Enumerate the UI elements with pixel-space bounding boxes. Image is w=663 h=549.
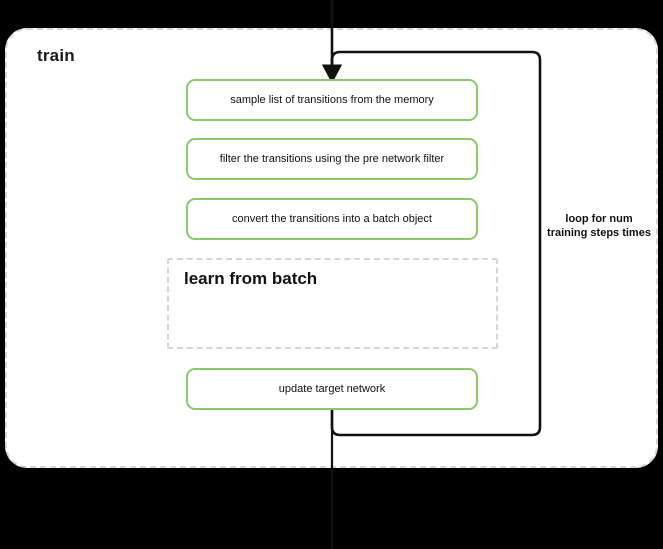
step-convert-to-batch[interactable]: convert the transitions into a batch obj… bbox=[186, 198, 478, 240]
step-sample-transitions[interactable]: sample list of transitions from the memo… bbox=[186, 79, 478, 121]
step-label: update target network bbox=[278, 382, 386, 395]
step-filter-transitions[interactable]: filter the transitions using the pre net… bbox=[186, 138, 478, 180]
step-label: filter the transitions using the pre net… bbox=[219, 152, 445, 165]
step-label: convert the transitions into a batch obj… bbox=[232, 212, 432, 225]
step-update-target-network[interactable]: update target network bbox=[186, 368, 478, 410]
step-label: sample list of transitions from the memo… bbox=[230, 93, 434, 106]
learn-from-batch-block[interactable]: learn from batch bbox=[167, 258, 498, 349]
learn-from-batch-title: learn from batch bbox=[184, 269, 318, 288]
loop-caption: loop for num training steps times bbox=[547, 213, 651, 240]
train-block-title: train bbox=[37, 46, 75, 65]
